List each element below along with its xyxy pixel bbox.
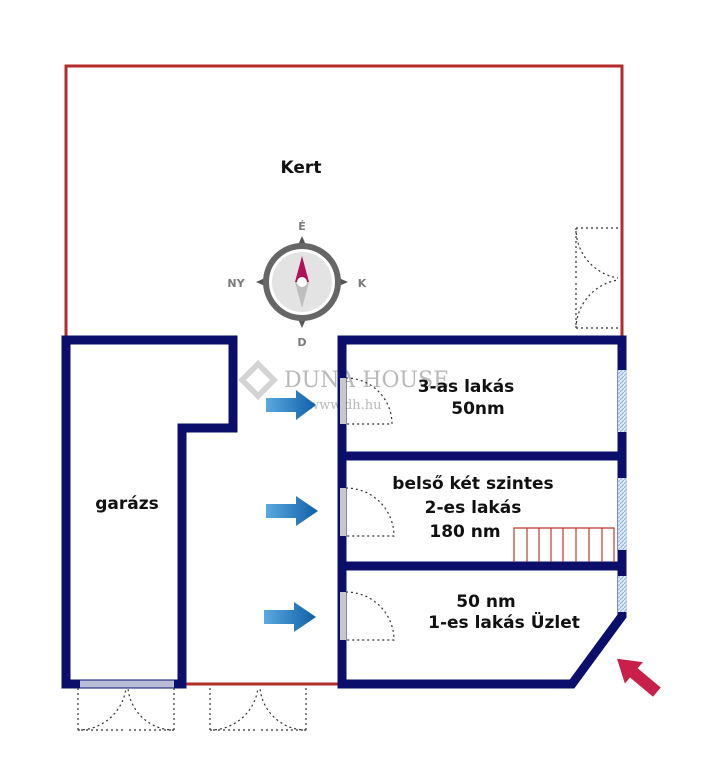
room-label-apt2-area: 180 nm <box>429 522 500 542</box>
room-label-apt3-name: 3-as lakás <box>418 377 515 397</box>
room-label-apt1-name: 1-es lakás Üzlet <box>428 611 580 633</box>
room-label-apt2-name: 2-es lakás <box>425 498 522 518</box>
door-apt1 <box>340 591 395 641</box>
room-label-apt2-type: belső két szintes <box>392 474 553 494</box>
access-arrow-apt3 <box>266 390 316 420</box>
compass-east-label: K <box>358 277 367 290</box>
room-label-garden: Kert <box>281 158 322 178</box>
access-arrow-apt2 <box>266 496 318 526</box>
entrance-arrow <box>617 658 661 697</box>
door-apt3 <box>340 377 393 425</box>
window-apt2 <box>618 478 627 550</box>
watermark: DUNA HOUSE www.dh.hu <box>238 360 449 413</box>
watermark-brand: DUNA HOUSE <box>284 368 449 393</box>
compass-north-label: É <box>298 220 306 233</box>
access-arrow-apt1 <box>264 602 316 632</box>
garage-door <box>77 687 175 731</box>
garage-walls <box>61 335 238 689</box>
room-label-apt1-area: 50 nm <box>456 592 515 612</box>
room-label-apt3-area: 50nm <box>451 399 504 419</box>
garden-door <box>575 227 619 329</box>
staircase <box>513 527 615 562</box>
window-apt1 <box>618 576 627 612</box>
compass <box>256 236 348 328</box>
courtyard-gate <box>209 687 307 731</box>
compass-west-label: NY <box>227 277 245 290</box>
compass-south-label: D <box>297 336 306 349</box>
window-apt3 <box>618 370 627 432</box>
garden-border <box>64 64 624 686</box>
door-apt2 <box>340 487 395 537</box>
room-label-garage: garázs <box>95 494 159 514</box>
